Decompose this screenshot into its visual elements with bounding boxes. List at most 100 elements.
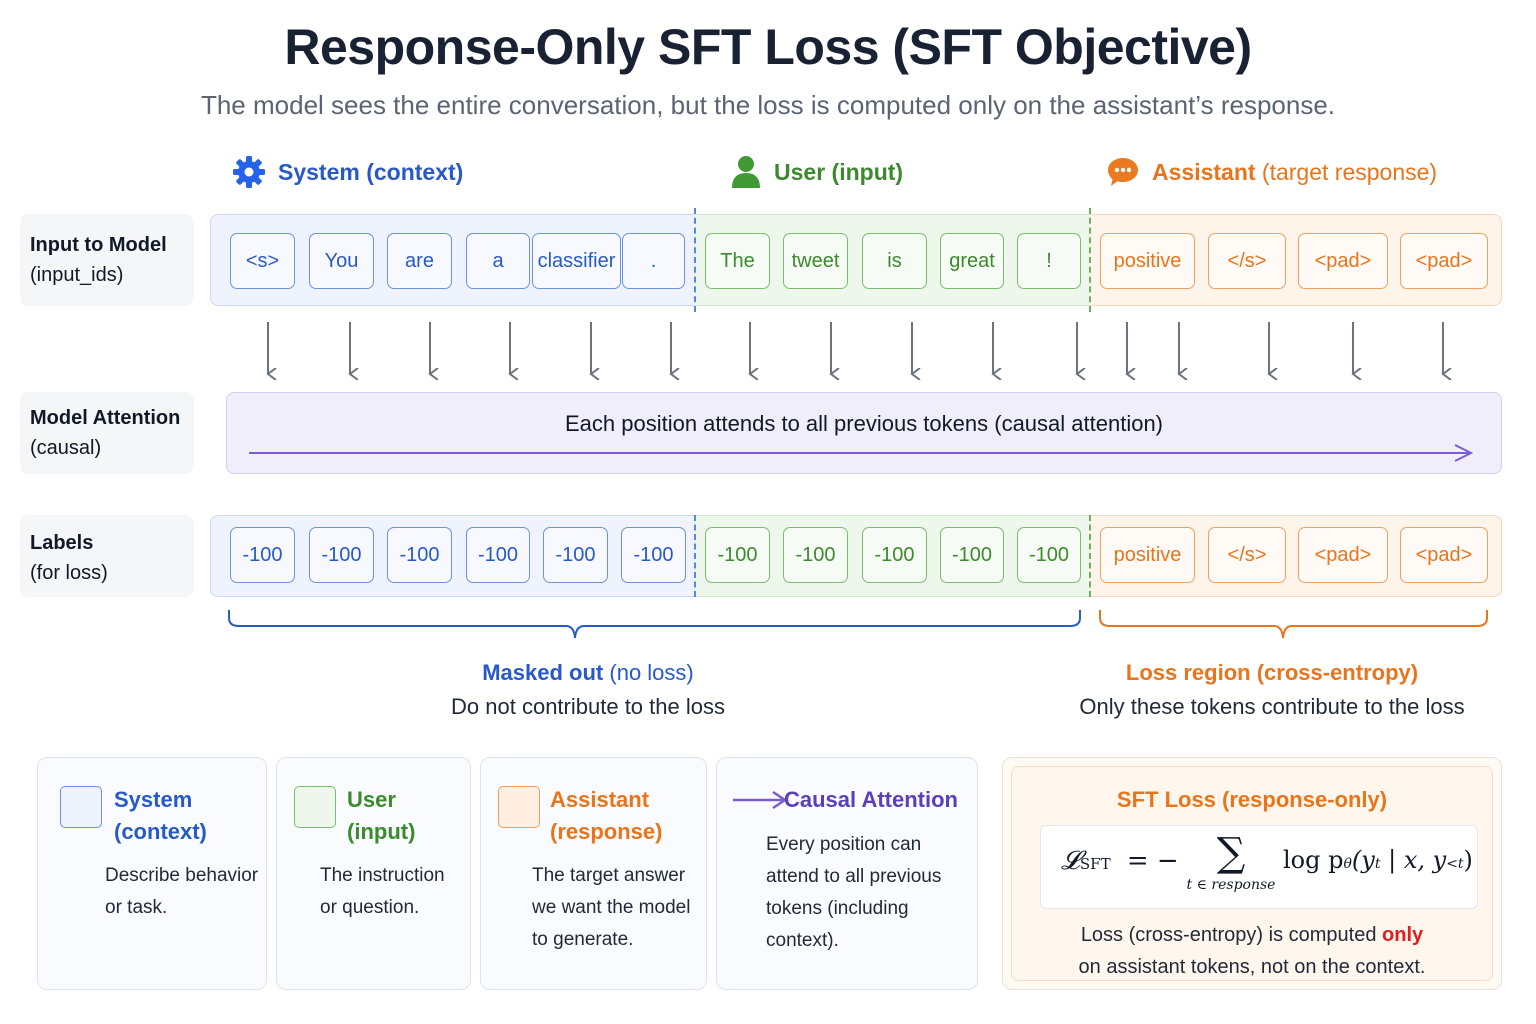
label-token-11: positive xyxy=(1100,527,1195,583)
input-token-0: <s> xyxy=(230,233,295,289)
sft-loss-card: SFT Loss (response-only) 𝓛SFT = − ∑ t ∈ … xyxy=(1002,757,1502,990)
system-header-rest: (context) xyxy=(359,158,464,185)
formula-t: t xyxy=(1374,856,1381,872)
input-token-7: tweet xyxy=(783,233,848,289)
legend-assistant-title: Assistant (response) xyxy=(550,787,663,844)
label-token-2: -100 xyxy=(387,527,452,583)
page-title: Response-Only SFT Loss (SFT Objective) xyxy=(284,19,1252,75)
legend-user-title: User (input) xyxy=(347,787,416,844)
user-header: User (input) xyxy=(730,155,903,189)
braces xyxy=(228,610,1488,639)
loss-region-desc: Only these tokens contribute to the loss xyxy=(1079,694,1465,719)
label-token-4: -100 xyxy=(543,527,608,583)
legend-causal-title: Causal Attention xyxy=(784,787,958,812)
input-divider-user-assistant xyxy=(1089,208,1091,312)
row-label-attention: Model Attention (causal) xyxy=(20,392,194,474)
label-token-3: -100 xyxy=(466,527,530,583)
row-label-labels: Labels (for loss) xyxy=(20,515,194,597)
user-header-rest: (input) xyxy=(825,158,904,185)
label-token-8: -100 xyxy=(862,527,927,583)
chat-bubble-icon xyxy=(1106,155,1140,189)
row-label-input: Input to Model (input_ids) xyxy=(20,214,194,306)
causal-attention-arrow xyxy=(249,444,1474,462)
input-token-12: </s> xyxy=(1208,233,1286,289)
person-icon xyxy=(730,155,762,189)
sft-loss-title: SFT Loss (response-only) xyxy=(1116,787,1388,812)
formula-eq: = − xyxy=(1126,846,1179,876)
gear-icon xyxy=(232,155,266,189)
formula-sum: ∑ xyxy=(1216,830,1246,876)
masked-desc: Do not contribute to the loss xyxy=(451,694,725,719)
sft-formula: 𝓛SFT = − ∑ t ∈ response log pθ(yt | x, y… xyxy=(1040,825,1478,909)
label-token-5: -100 xyxy=(621,527,686,583)
row-label-input-sub: (input_ids) xyxy=(30,264,124,286)
masked-label-bold: Masked out xyxy=(482,660,604,685)
label-token-14: <pad> xyxy=(1400,527,1488,583)
legend-assistant-body: The target answer we want the model to g… xyxy=(532,865,691,950)
attention-box: Each position attends to all previous to… xyxy=(226,392,1502,474)
label-token-10: -100 xyxy=(1017,527,1081,583)
assistant-swatch xyxy=(498,786,540,828)
label-token-7: -100 xyxy=(783,527,848,583)
formula-sum-sub: t ∈ response xyxy=(1186,877,1276,893)
legend-card-assistant: Assistant (response) The target answer w… xyxy=(480,757,707,990)
page-subtitle: The model sees the entire conversation, … xyxy=(200,90,1336,120)
attention-text: Each position attends to all previous to… xyxy=(564,411,1164,436)
formula-mid: | x, y xyxy=(1380,846,1447,874)
label-token-1: -100 xyxy=(309,527,374,583)
token-down-arrows xyxy=(0,322,1536,382)
input-token-9: great xyxy=(940,233,1004,289)
label-token-0: -100 xyxy=(230,527,295,583)
row-label-attention-title: Model Attention xyxy=(30,407,181,429)
input-token-11: positive xyxy=(1100,233,1195,289)
system-header-bold: System xyxy=(278,158,360,185)
label-token-6: -100 xyxy=(705,527,770,583)
assistant-header-rest: (target response) xyxy=(1255,158,1438,185)
legend-card-system: System (context) Describe behavior or ta… xyxy=(37,757,267,990)
loss-brace xyxy=(1099,610,1488,639)
input-divider-system-user xyxy=(694,208,696,312)
user-header-bold: User xyxy=(774,158,826,185)
label-token-13: <pad> xyxy=(1298,527,1388,583)
input-token-5: . xyxy=(622,233,685,289)
legend-card-user: User (input) The instruction or question… xyxy=(276,757,471,990)
row-label-input-title: Input to Model xyxy=(30,234,167,256)
input-token-6: The xyxy=(705,233,770,289)
input-token-8: is xyxy=(862,233,927,289)
legend-user-body: The instruction or question. xyxy=(320,865,445,918)
arrow-right-icon xyxy=(733,790,788,810)
input-token-1: You xyxy=(309,233,374,289)
input-token-4: classifier xyxy=(532,233,621,289)
input-token-14: <pad> xyxy=(1400,233,1488,289)
legend-card-causal: Causal Attention Every position can atte… xyxy=(716,757,978,990)
input-token-2: are xyxy=(387,233,452,289)
formula-close: ) xyxy=(1463,846,1473,874)
masked-label-rest: (no loss) xyxy=(603,660,694,685)
user-swatch xyxy=(294,786,336,828)
loss-region-bold: Loss region xyxy=(1125,660,1251,685)
formula-lhs-sub: SFT xyxy=(1079,855,1111,873)
input-token-13: <pad> xyxy=(1298,233,1388,289)
only-highlight: only xyxy=(1382,924,1424,946)
label-token-9: -100 xyxy=(940,527,1004,583)
system-swatch xyxy=(60,786,102,828)
assistant-header: Assistant (target response) xyxy=(1106,155,1437,189)
row-label-labels-title: Labels xyxy=(30,532,94,554)
formula-theta: θ xyxy=(1343,856,1352,872)
loss-region-label: Loss region (cross-entropy) Only these t… xyxy=(1062,656,1482,724)
row-label-labels-sub: (for loss) xyxy=(30,562,108,584)
formula-lt: <t xyxy=(1446,856,1464,872)
system-header: System (context) xyxy=(232,155,463,189)
legend-causal-body: Every position can attend to all previou… xyxy=(766,834,942,951)
label-token-12: </s> xyxy=(1208,527,1286,583)
labels-divider-system-user xyxy=(694,515,696,597)
labels-divider-user-assistant xyxy=(1089,515,1091,597)
masked-label: Masked out (no loss) Do not contribute t… xyxy=(386,656,790,724)
input-token-10: ! xyxy=(1017,233,1081,289)
assistant-header-bold: Assistant xyxy=(1152,158,1256,185)
loss-region-rest: (cross-entropy) xyxy=(1250,660,1419,685)
masked-brace xyxy=(228,610,1081,639)
formula-log-p: log p xyxy=(1283,846,1344,874)
sft-loss-desc: Loss (cross-entropy) is computed only on… xyxy=(1078,924,1426,978)
formula-args: (y xyxy=(1351,846,1375,874)
